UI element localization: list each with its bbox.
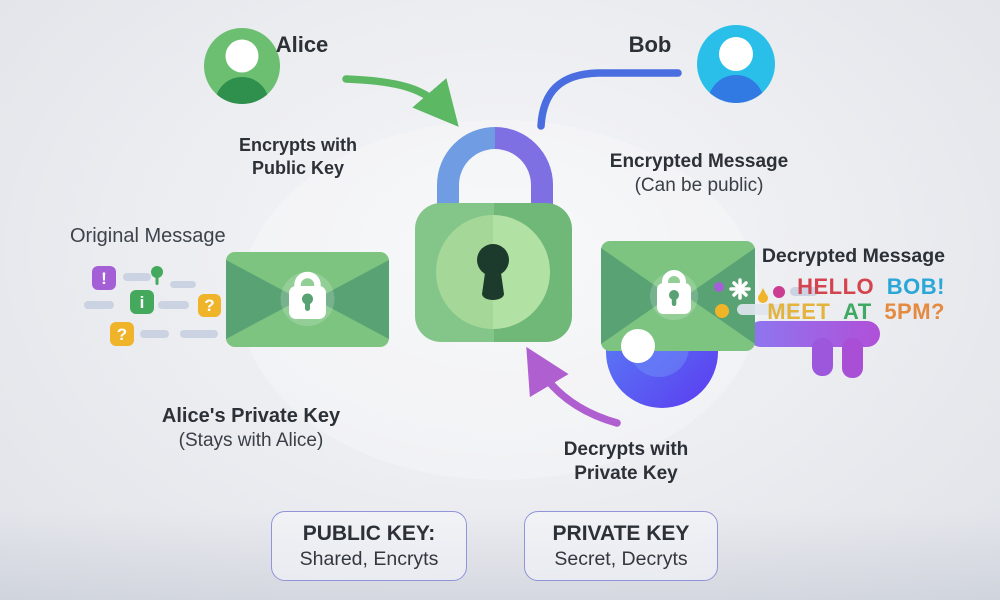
- text-pill: [140, 330, 169, 338]
- text-pill: [123, 273, 151, 281]
- question-glyph: ?: [204, 296, 214, 315]
- text-pill: [170, 281, 196, 288]
- exclamation-glyph: !: [101, 269, 107, 288]
- question-glyph: ?: [117, 325, 127, 344]
- text-pill: [737, 304, 799, 315]
- pin-icon: [151, 266, 163, 278]
- alice-avatar: [204, 28, 280, 104]
- padlock-shackle-right: [495, 127, 553, 212]
- info-icon: [130, 290, 154, 314]
- dot-yellow: [715, 304, 729, 318]
- private-key-subtitle: Secret, Decryts: [554, 547, 688, 570]
- text-pill: [790, 287, 818, 296]
- word-meet: MEET: [767, 299, 831, 325]
- encrypted-line2: (Can be public): [634, 174, 764, 196]
- alice-key-line2: (Stays with Alice): [178, 430, 324, 451]
- key-tooth: [812, 338, 833, 376]
- text-pill: [180, 330, 218, 338]
- alice-private-key-label: Alice's Private Key (Stays with Alice): [131, 404, 371, 453]
- decrypts-line2: Private Key: [574, 462, 678, 484]
- decrypts-line1: Decrypts with: [563, 439, 689, 460]
- encrypted-line1: Encrypted Message: [609, 151, 789, 172]
- decrypt-arrow: [526, 346, 621, 427]
- original-message-label: Original Message: [70, 225, 226, 247]
- decrypted-message-line2: MEET AT 5PM?: [700, 299, 945, 324]
- encrypts-line1: Encrypts with: [238, 135, 358, 155]
- alice-avatar-body: [215, 77, 269, 104]
- text-pill: [84, 301, 114, 309]
- exclamation-icon: [92, 266, 116, 290]
- envelope-flap: [226, 260, 300, 339]
- decrypted-message-block: Decrypted Message HELLO BOB! MEET AT 5PM…: [700, 244, 945, 324]
- decrypted-envelope: [601, 241, 755, 363]
- private-key-title: PRIVATE KEY: [552, 521, 690, 545]
- to-bob-connector: [537, 69, 682, 130]
- bob-avatar-head: [719, 37, 753, 71]
- bob-label: Bob: [628, 32, 672, 57]
- encrypted-envelope: [226, 252, 389, 347]
- dot-purple: [714, 282, 724, 292]
- encrypts-line2: Public Key: [251, 157, 345, 178]
- key-bow-hole: [621, 329, 655, 363]
- key-tooth: [842, 338, 863, 378]
- encrypts-with-public-key-label: Encrypts with Public Key: [198, 134, 398, 179]
- word-bob: BOB!: [886, 274, 945, 300]
- keyhole-icon: [477, 244, 509, 276]
- question-icon: [198, 294, 221, 317]
- original-message-icons: ! i ? ?: [84, 266, 221, 346]
- sparkle-icon: [729, 278, 751, 300]
- public-key-title: PUBLIC KEY:: [302, 521, 436, 545]
- info-glyph: i: [140, 293, 145, 312]
- public-key-subtitle: Shared, Encryts: [299, 547, 439, 570]
- decrypted-message-line1: HELLO BOB!: [700, 274, 945, 299]
- decrypted-particles: [714, 278, 818, 318]
- bob-avatar: [697, 25, 775, 103]
- private-key-box: PRIVATE KEY Secret, Decryts: [524, 511, 718, 581]
- padlock-icon: [415, 127, 572, 342]
- word-hello: HELLO: [797, 274, 875, 300]
- bob-avatar-body: [708, 75, 764, 103]
- envelope-flap: [686, 248, 755, 344]
- alice-label: Alice: [275, 32, 329, 57]
- question-icon: [110, 322, 134, 346]
- word-at: AT: [842, 299, 872, 325]
- padlock-shackle-left: [437, 127, 495, 212]
- public-key-box: PUBLIC KEY: Shared, Encryts: [271, 511, 467, 581]
- text-pill: [158, 301, 189, 309]
- envelope-flap: [315, 260, 389, 339]
- decrypts-with-private-key-label: Decrypts with Private Key: [526, 438, 726, 486]
- envelope-flap: [601, 248, 670, 344]
- alice-key-line1: Alice's Private Key: [161, 405, 341, 427]
- word-5pm: 5PM?: [884, 299, 945, 325]
- dot-magenta: [773, 286, 785, 298]
- encrypted-message-label: Encrypted Message (Can be public): [599, 150, 799, 198]
- alice-avatar-head: [225, 39, 259, 73]
- encrypt-arrow: [342, 75, 459, 127]
- decrypted-message-title: Decrypted Message: [761, 245, 945, 267]
